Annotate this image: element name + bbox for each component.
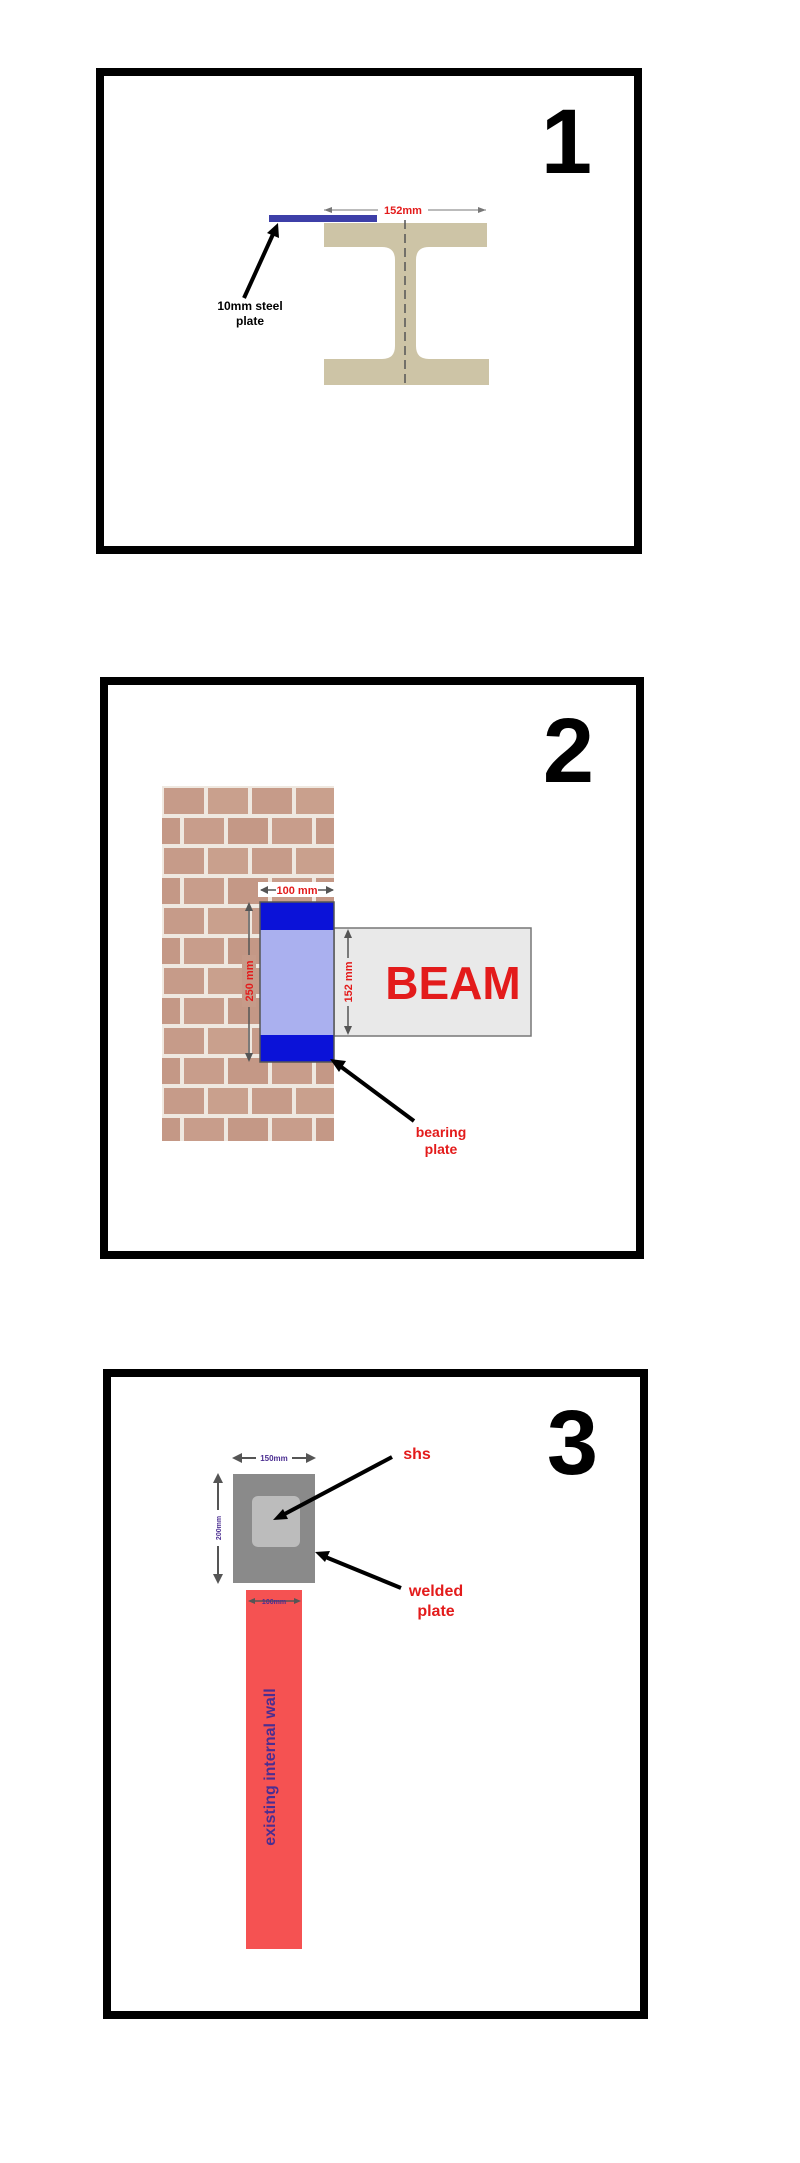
dimension-arrow-right (478, 207, 486, 213)
beam-label: BEAM (385, 957, 520, 1009)
right-height-label: 152 mm (343, 961, 355, 1002)
dimension-label: 152mm (384, 205, 422, 217)
panel-number: 2 (542, 700, 594, 802)
plate-label-line1: 10mm steel (217, 299, 282, 313)
bearing-plate-diagram: BEAM 100 mm 250 mm 152 mm bearing plate (162, 786, 532, 1157)
steel-plate (269, 215, 377, 222)
left-height-arrow-bottom (245, 1053, 253, 1062)
width-arrow-left (260, 886, 268, 894)
panel-3: 3 existing internal wall 100mm 150mm 200… (103, 1369, 648, 2019)
left-height-arrow-top (245, 902, 253, 911)
bearing-plate-top (260, 902, 334, 930)
width-arrow-right (326, 886, 334, 894)
bearing-plate-leader-line (338, 1064, 416, 1123)
left-height-label-bg (242, 955, 256, 1007)
shs-height-arrow-bottom (213, 1574, 223, 1584)
i-beam-section (324, 223, 489, 385)
welded-plate-leader-line (322, 1554, 402, 1590)
right-height-label-bg (342, 958, 355, 1006)
plate-label-line2: plate (236, 314, 264, 328)
right-height-arrow-top (344, 929, 352, 938)
bearing-plate-leader-arrowhead (330, 1059, 346, 1072)
wall-width-arrow-left (248, 1598, 255, 1604)
panel-2: 2 BEAM 100 mm (100, 677, 644, 1259)
shs-height-label-bg (213, 1510, 223, 1546)
left-height-label: 250 mm (244, 960, 256, 1001)
panel-1: 1 152mm 10mm steel plate (96, 68, 642, 554)
bearing-plate-label-line1: bearing (416, 1124, 467, 1140)
wall-width-label: 100mm (262, 1599, 286, 1606)
welded-plate-label-line2: plate (417, 1603, 454, 1620)
i-beam-diagram: 152mm 10mm steel plate (217, 202, 489, 386)
plate-leader-arrowhead (267, 223, 279, 238)
bearing-plate-label-line2: plate (425, 1141, 458, 1157)
shs-inner (252, 1496, 300, 1547)
padstone (260, 930, 334, 1035)
wall-label: existing internal wall (262, 1688, 279, 1845)
shs-height-arrow-top (213, 1473, 223, 1483)
width-dimension-label: 100 mm (277, 885, 318, 897)
width-label-bg (276, 884, 318, 896)
welded-plate-leader-arrowhead (315, 1551, 330, 1562)
shs-leader-line (278, 1455, 393, 1519)
wall-width-arrow-right (294, 1598, 301, 1604)
shs-leader-arrowhead (273, 1509, 288, 1520)
shs-height-label: 200mm (216, 1516, 223, 1540)
dimension-arrow-left (324, 207, 332, 213)
shs-label: shs (403, 1446, 431, 1463)
shs-plan-diagram: existing internal wall 100mm 150mm 200mm… (213, 1446, 463, 1949)
beam (333, 927, 532, 1037)
right-height-arrow-bottom (344, 1026, 352, 1035)
plate-leader-line (242, 231, 276, 299)
panel-number: 1 (540, 91, 592, 193)
shs-width-arrow-right (306, 1453, 316, 1463)
shs-width-label-bg (256, 1453, 292, 1463)
bearing-plate-bottom (260, 1035, 334, 1062)
shs-width-arrow-left (232, 1453, 242, 1463)
shs-width-label: 150mm (260, 1454, 288, 1463)
existing-internal-wall (246, 1590, 302, 1949)
dimension-label-bg (378, 202, 428, 216)
welded-plate-label-line1: welded (408, 1583, 463, 1600)
bearing-outline (259, 901, 335, 1063)
panel-number: 3 (546, 1392, 598, 1494)
